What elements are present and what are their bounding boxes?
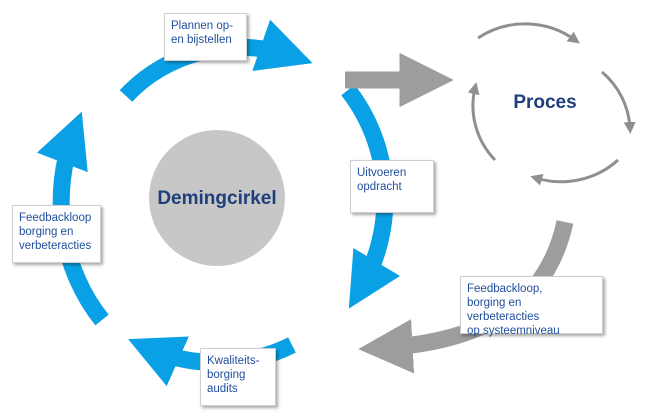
step-do-label: Uitvoeren opdracht (350, 160, 434, 213)
step-check-line-3: audits (207, 383, 238, 395)
system-feedback-label: Feedbackloop, borging en verbeteracties … (460, 276, 603, 337)
process-title: Proces (513, 92, 576, 113)
system-feedback-line-3: op systeemniveau (467, 325, 560, 337)
step-check-line-1: Kwaliteits- (207, 355, 260, 367)
step-act-line-1: Feedbackloop (19, 212, 92, 224)
step-plan-line-1: Plannen op- (171, 20, 234, 32)
step-plan-line-2: en bijstellen (171, 34, 232, 46)
center-title: Demingcirkel (157, 188, 276, 209)
process-cycle (467, 22, 636, 186)
step-act-label: Feedbackloop borging en verbeteracties (12, 205, 101, 263)
process-arc-left (467, 82, 497, 162)
process-arc-top (477, 22, 580, 44)
step-do-line-2: opdracht (357, 181, 402, 193)
step-do-line-1: Uitvoeren (357, 167, 407, 179)
step-act-line-3: verbeteracties (19, 240, 92, 252)
step-plan-label: Plannen op- en bijstellen (164, 13, 247, 61)
step-check-line-2: borging (207, 369, 246, 381)
system-feedback-line-1: Feedbackloop, (467, 283, 543, 295)
center-circle (149, 130, 285, 266)
process-arc-right (601, 70, 636, 134)
process-arc-bottom (530, 158, 620, 186)
system-feedback-line-2: borging en verbeteracties (467, 297, 540, 323)
step-act-line-2: borging en (19, 226, 74, 238)
step-check-label: Kwaliteits- borging audits (200, 348, 276, 406)
